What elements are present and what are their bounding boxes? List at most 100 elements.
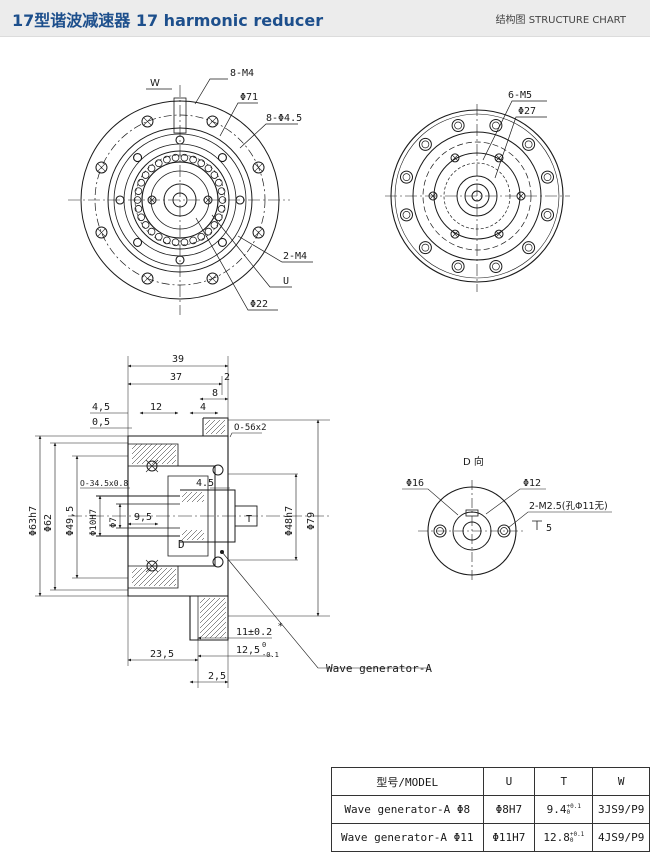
spec-header-w: W — [592, 767, 650, 796]
m5-hole-cross — [495, 230, 503, 238]
hatch-line — [141, 443, 163, 465]
m5-hole — [516, 191, 526, 201]
section-view — [35, 356, 430, 688]
hatch-line — [210, 419, 226, 435]
spec-cell-w: 3JS9/P9 — [592, 795, 650, 824]
hatch-line — [199, 597, 221, 619]
m5-hole-cross — [429, 192, 437, 200]
hatch-line — [133, 567, 153, 587]
dim-2-5: 2,5 — [208, 671, 226, 682]
ball — [180, 238, 189, 247]
label-wave-generator: Wave generator-A — [326, 662, 432, 675]
mount-hole — [252, 226, 265, 239]
label-t: T — [246, 514, 252, 525]
ball — [137, 178, 145, 187]
mount-hole — [206, 115, 219, 128]
spec-cell-model: Wave generator-A Φ11 — [331, 823, 484, 852]
ball — [204, 164, 213, 173]
mount-hole-cross — [254, 163, 263, 172]
hatch-line — [153, 567, 173, 587]
d-view-title: D 向 — [463, 455, 484, 468]
flange-hole-inner — [543, 211, 552, 219]
hatch-line — [131, 567, 138, 574]
m5-hole-cross — [451, 154, 459, 162]
hatch-line — [131, 443, 148, 460]
flange-hole — [451, 260, 465, 274]
ball — [204, 227, 213, 236]
label-dia-27: Φ27 — [518, 106, 536, 117]
dim-12: 12 — [150, 402, 162, 413]
spec-cell-t-tol-lower: 0 — [566, 809, 571, 816]
hatch-line — [146, 443, 168, 465]
hatch-line — [163, 573, 177, 587]
m5-hole — [450, 229, 460, 239]
mount-hole-cross — [97, 228, 106, 237]
label-asterisk: * — [278, 622, 283, 632]
flange-hole-inner — [543, 173, 552, 181]
flange-hole-inner — [421, 140, 430, 149]
mount-hole-cross — [143, 117, 152, 126]
hatch-line — [131, 567, 148, 584]
dim-dia-7: Φ7 — [109, 517, 119, 528]
label-dia-16: Φ16 — [406, 478, 424, 489]
hatch-line — [156, 444, 177, 465]
hatch-line — [186, 491, 198, 503]
hatch-line — [204, 419, 216, 431]
d-view-labels: D 向 Φ16 Φ12 2-M2.5(孔Φ11无) 5 — [406, 455, 608, 534]
m5-hole — [428, 191, 438, 201]
ball — [154, 233, 163, 241]
spec-header-t: T — [534, 767, 594, 796]
dim-dia-49-5: Φ49,5 — [65, 506, 76, 536]
tapped-hole — [235, 195, 245, 205]
mount-hole — [95, 161, 108, 174]
hatch-line — [131, 443, 153, 465]
spec-cell-model: Wave generator-A Φ8 — [331, 795, 484, 824]
dim-9-5: 9,5 — [134, 512, 152, 523]
hatch-line — [131, 567, 143, 579]
section-bearings — [145, 459, 224, 573]
spec-cell-u: Φ11H7 — [482, 823, 536, 852]
tapped-hole — [175, 135, 185, 145]
hatch-line — [199, 597, 206, 604]
dim-4-5: 4,5 — [92, 402, 110, 413]
bearing-cross — [145, 559, 159, 573]
page-header: 17型谐波减速器 17 harmonic reducer 结构图 STRUCTU… — [0, 0, 650, 37]
hatch-line — [148, 567, 168, 587]
front-view-balls — [133, 153, 227, 247]
flange-hole — [541, 170, 555, 184]
flange-hole-inner — [402, 173, 411, 181]
ball — [210, 171, 219, 179]
flange-hole-inner — [492, 262, 500, 271]
hatch-line — [215, 424, 226, 435]
back-view-labels: 6-M5 Φ27 — [508, 90, 536, 117]
ball — [189, 155, 197, 164]
dim-39: 39 — [172, 354, 184, 365]
tapped-hole — [217, 237, 227, 247]
dim-37: 37 — [170, 372, 182, 383]
hatch-line — [199, 597, 226, 624]
hatch-line — [199, 606, 227, 634]
spec-header-model: 型号/MODEL — [331, 767, 484, 796]
dim-12-5-tol-lower: -0.1 — [262, 651, 279, 659]
front-view — [68, 78, 313, 315]
tapped-hole — [175, 255, 185, 265]
flange-hole-inner — [421, 243, 430, 252]
m5-hole-cross — [451, 230, 459, 238]
hatch-line — [131, 443, 143, 455]
ball — [171, 153, 180, 162]
dim-4-5b: 4.5 — [196, 478, 214, 489]
ball — [141, 221, 150, 229]
mount-hole-cross — [97, 163, 106, 172]
ball — [147, 227, 156, 236]
front-view-labels: W 8-M4 Φ71 8-Φ4.5 2-M4 U Φ22 — [150, 68, 307, 310]
tapped-hole — [217, 153, 227, 163]
hatch-line — [199, 597, 211, 609]
ball — [197, 159, 206, 167]
bearing-cross — [145, 459, 159, 473]
dim-23-5: 23,5 — [150, 649, 174, 660]
label-w: W — [150, 78, 160, 89]
dim-0-5: 0,5 — [92, 417, 110, 428]
